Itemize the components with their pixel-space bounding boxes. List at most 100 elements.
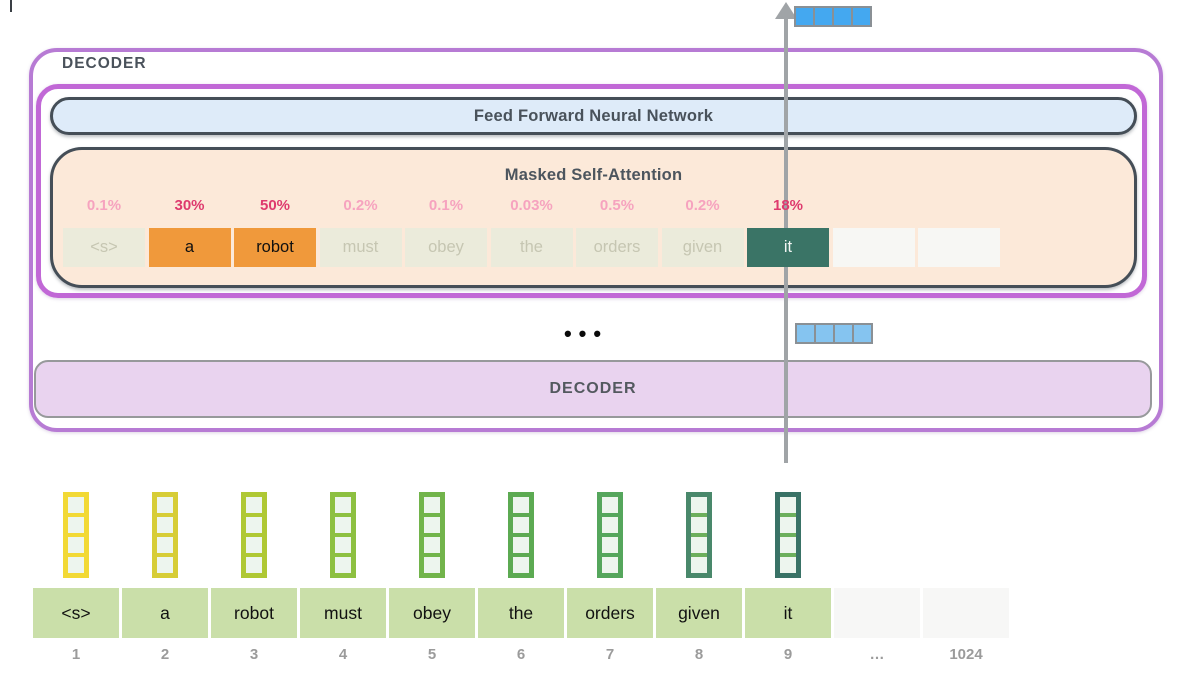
embedding-cell-divider — [602, 553, 618, 557]
embedding-cell-divider — [602, 513, 618, 517]
embedding-cell-divider — [513, 513, 529, 517]
decoder-outer-box — [29, 48, 1163, 432]
embedding-cell — [246, 557, 262, 573]
input-token-cell: orders — [567, 588, 653, 638]
input-token-cell: a — [122, 588, 208, 638]
input-token-cell: given — [656, 588, 742, 638]
attention-token-cell: the — [490, 228, 573, 267]
embedding-cell — [335, 537, 351, 553]
embedding-cell — [513, 497, 529, 513]
input-token-cell: the — [478, 588, 564, 638]
embedding-cell-divider — [335, 513, 351, 517]
masked-self-attention-title: Masked Self-Attention — [504, 166, 683, 184]
position-index: … — [869, 646, 885, 663]
embedding-cell — [424, 557, 440, 573]
position-index: 2 — [160, 646, 170, 663]
input-token-cell: it — [745, 588, 831, 638]
embedding-cell — [157, 497, 173, 513]
embedding-cell-divider — [68, 533, 84, 537]
vector-cell — [795, 323, 816, 344]
embedding-cell-divider — [424, 553, 440, 557]
attention-pct-label: 0.03% — [510, 197, 553, 214]
embedding-cell-divider — [780, 513, 796, 517]
embedding-cell — [246, 537, 262, 553]
embedding-cell-divider — [246, 513, 262, 517]
embedding-cell — [691, 537, 707, 553]
embedding-cell-divider — [691, 553, 707, 557]
embedding-cell — [335, 497, 351, 513]
position-index: 8 — [694, 646, 704, 663]
embedding-cell-divider — [424, 533, 440, 537]
input-empty-cell — [834, 588, 920, 638]
attention-empty-cell — [918, 228, 1000, 267]
embedding-cell — [246, 497, 262, 513]
embedding-vector-column — [686, 492, 712, 578]
embedding-cell-divider — [246, 553, 262, 557]
attention-token-cell: it — [747, 228, 829, 267]
decoder-box-label: DECODER — [62, 55, 147, 72]
attention-pct-label: 50% — [259, 197, 291, 214]
embedding-vector-column — [63, 492, 89, 578]
embedding-cell-divider — [68, 513, 84, 517]
embedding-cell — [691, 557, 707, 573]
embedding-cell — [513, 537, 529, 553]
position-index: 3 — [249, 646, 259, 663]
embedding-cell — [780, 557, 796, 573]
input-token-cell: obey — [389, 588, 475, 638]
embedding-cell-divider — [157, 533, 173, 537]
feed-forward-box: Feed Forward Neural Network — [50, 97, 1137, 135]
embedding-cell — [780, 497, 796, 513]
embedding-cell-divider — [68, 553, 84, 557]
embedding-cell — [68, 517, 84, 533]
position-index: 9 — [783, 646, 793, 663]
flow-arrow-head-icon — [775, 2, 797, 19]
embedding-cell — [513, 557, 529, 573]
embedding-cell — [335, 557, 351, 573]
embedding-cell — [602, 517, 618, 533]
position-index: 5 — [427, 646, 437, 663]
embedding-cell — [424, 517, 440, 533]
input-token-cell: robot — [211, 588, 297, 638]
attention-token-cell: robot — [234, 228, 316, 267]
attention-pct-label: 0.1% — [428, 197, 464, 214]
embedding-cell-divider — [157, 513, 173, 517]
embedding-cell — [691, 517, 707, 533]
embedding-cell — [335, 517, 351, 533]
attention-token-cell: a — [148, 228, 231, 267]
embedding-vector-column — [330, 492, 356, 578]
attention-pct-label: 0.2% — [685, 197, 720, 214]
embedding-cell — [424, 497, 440, 513]
embedding-cell-divider — [424, 513, 440, 517]
vector-cell — [813, 6, 834, 27]
embedding-cell — [68, 557, 84, 573]
embedding-cell — [157, 557, 173, 573]
attention-empty-cell — [832, 228, 915, 267]
embedding-vector-column — [508, 492, 534, 578]
crop-artifact-tick — [10, 0, 12, 12]
embedding-cell-divider — [335, 533, 351, 537]
embedding-cell — [513, 517, 529, 533]
attention-pct-label: 0.5% — [599, 197, 635, 214]
position-index: 4 — [338, 646, 348, 663]
embedding-cell-divider — [780, 553, 796, 557]
input-token-cell: must — [300, 588, 386, 638]
attention-pct-label: 18% — [772, 197, 804, 214]
position-index: 6 — [516, 646, 526, 663]
input-empty-cell — [923, 588, 1009, 638]
embedding-cell — [602, 557, 618, 573]
embedding-vector-column — [775, 492, 801, 578]
attention-token-cell: must — [319, 228, 402, 267]
attention-pct-label: 0.2% — [343, 197, 378, 214]
vector-cell — [833, 323, 854, 344]
embedding-vector-column — [597, 492, 623, 578]
embedding-cell — [157, 517, 173, 533]
embedding-cell — [691, 497, 707, 513]
embedding-cell-divider — [513, 533, 529, 537]
position-index: 7 — [605, 646, 615, 663]
embedding-cell — [246, 517, 262, 533]
vector-cell — [851, 6, 872, 27]
embedding-cell-divider — [246, 533, 262, 537]
feed-forward-label: Feed Forward Neural Network — [473, 106, 714, 125]
attention-token-cell: <s> — [63, 228, 145, 267]
decoder-bottom-box: DECODER — [34, 360, 1152, 418]
